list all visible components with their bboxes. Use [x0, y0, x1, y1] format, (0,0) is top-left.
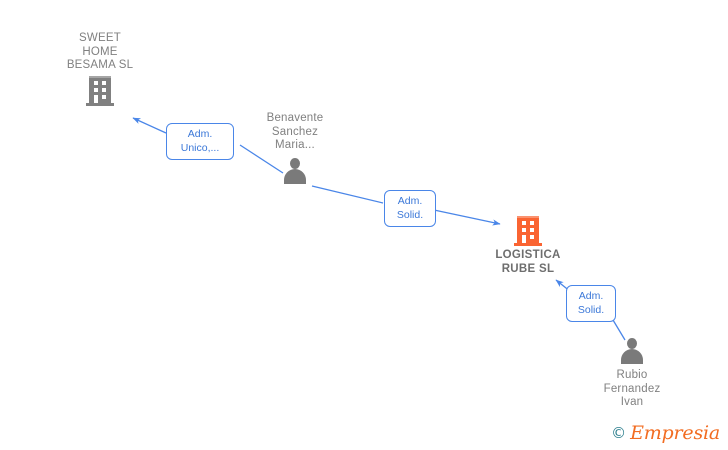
edge-benavente-to-rel2	[311, 185, 384, 204]
brand-name: Empresia	[630, 422, 720, 444]
copyright-icon: ©	[611, 424, 627, 442]
relation-label-adm-solid-rubio[interactable]: Adm. Solid.	[566, 285, 616, 322]
relation-label-adm-unico[interactable]: Adm. Unico,...	[166, 123, 234, 160]
empresia-watermark: © Empresia	[611, 422, 720, 444]
person-icon	[282, 156, 308, 186]
edge-rel2-to-logistica	[433, 209, 501, 226]
building-icon	[86, 75, 114, 106]
edge-benavente-to-rel1	[239, 144, 284, 174]
node-benavente-sanchez-maria[interactable]: Benavente Sanchez Maria...	[245, 112, 345, 186]
relation-label-adm-solid-benavente[interactable]: Adm. Solid.	[384, 190, 436, 227]
node-rubio-fernandez-label: Rubio Fernandez Ivan	[603, 369, 661, 408]
edge-rel1-to-sweet-home	[132, 117, 167, 134]
node-logistica-rube[interactable]: LOGISTICA RUBE SL	[478, 216, 578, 276]
building-icon	[514, 216, 542, 246]
node-benavente-label: Benavente Sanchez Maria...	[266, 112, 324, 151]
person-icon	[619, 336, 645, 366]
node-logistica-rube-label: LOGISTICA RUBE SL	[495, 249, 561, 275]
node-rubio-fernandez-ivan[interactable]: Rubio Fernandez Ivan	[587, 336, 677, 410]
node-sweet-home-label: SWEET HOME BESAMA SL	[66, 32, 134, 71]
node-sweet-home[interactable]: SWEET HOME BESAMA SL	[40, 32, 160, 106]
